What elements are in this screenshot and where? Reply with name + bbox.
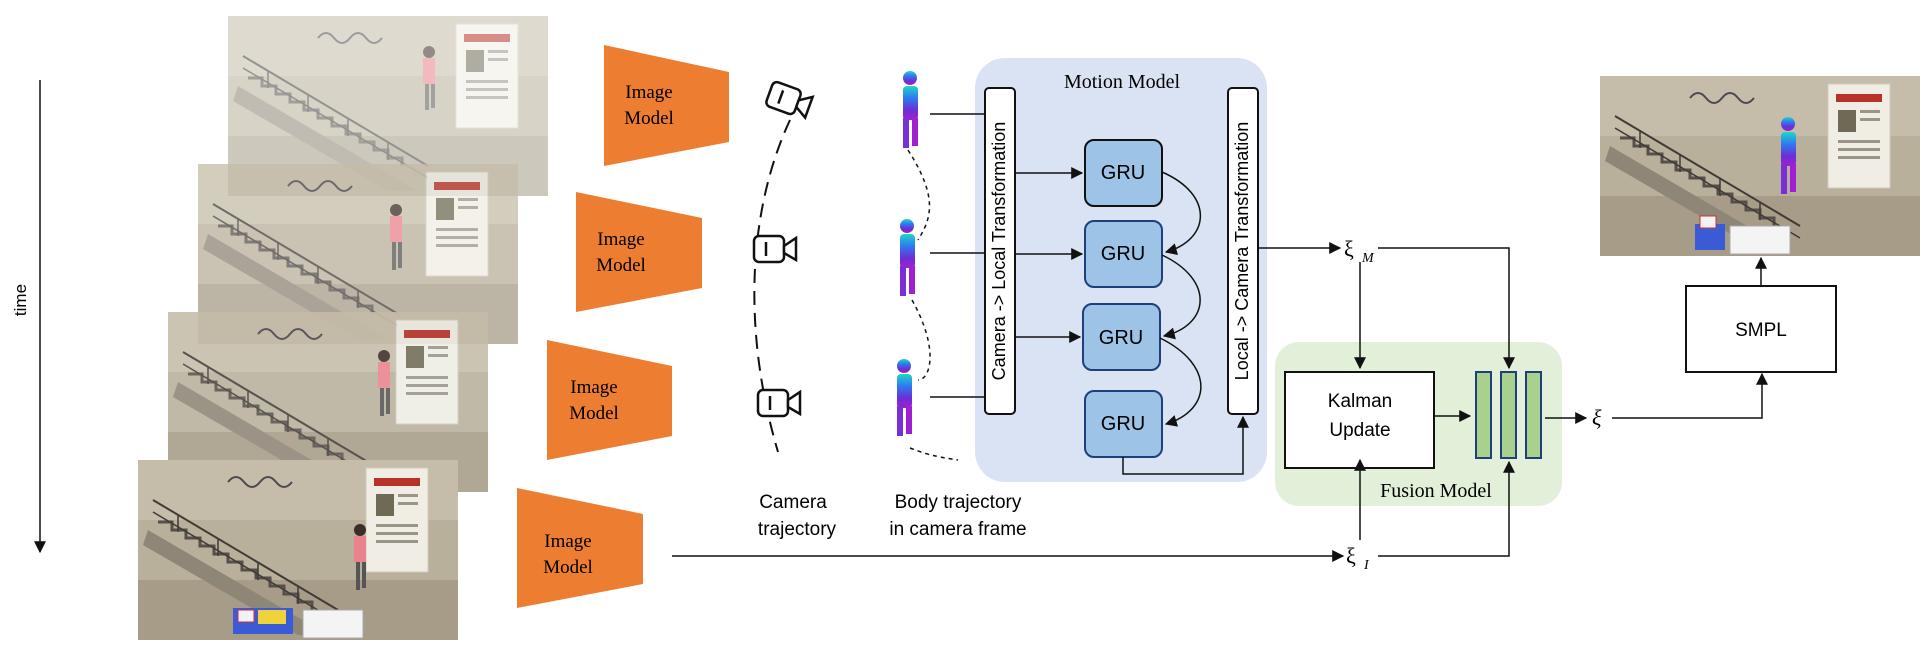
- fusion-model: Fusion Model Kalman Update: [1275, 342, 1562, 506]
- time-label: time: [11, 284, 30, 316]
- fusion-model-title: Fusion Model: [1380, 480, 1492, 502]
- body-mesh-overlay: [1781, 117, 1796, 194]
- fusion-feature-bar: [1525, 371, 1542, 459]
- image-model-2: Image Model: [576, 192, 702, 312]
- local-to-camera-transform-label: Local -> Camera Transformation: [1232, 122, 1252, 381]
- body-trajectory-label-line2: in camera frame: [889, 519, 1026, 540]
- image-model-shape: [604, 45, 729, 166]
- gru-label: GRU: [1101, 162, 1145, 184]
- gru-block-4: GRU: [1084, 390, 1163, 458]
- camera-trajectory-label-line2: trajectory: [758, 519, 837, 540]
- camera-icon: [765, 80, 815, 121]
- gru-block-1: GRU: [1084, 139, 1163, 207]
- gru-block-3: GRU: [1082, 303, 1161, 371]
- fusion-feature-bar: [1500, 371, 1517, 459]
- body-mesh-icon: [903, 71, 918, 148]
- image-model-3: Image Model: [547, 340, 672, 460]
- kalman-update-label-line2: Update: [1329, 420, 1390, 441]
- gru-output-arrow: [1122, 415, 1249, 475]
- image-model-4: Image Model: [517, 488, 643, 608]
- recurrent-arrow: [1161, 171, 1201, 255]
- xi-output-symbol: ξ: [1592, 405, 1602, 430]
- image-model-shape: [576, 192, 702, 312]
- kalman-update-box: [1284, 371, 1435, 469]
- time-axis: time: [11, 80, 46, 554]
- camera-icon: [756, 388, 802, 418]
- camera-trajectory-label-line1: Camera: [759, 492, 827, 513]
- local-to-camera-transform-box: [1227, 87, 1259, 415]
- image-model-label-line1: Image: [570, 377, 617, 398]
- gru-label: GRU: [1099, 327, 1143, 349]
- video-frames: [136, 14, 550, 642]
- image-model-label-line2: Model: [624, 108, 674, 129]
- camera-trajectory: [752, 80, 815, 453]
- xi-i-symbol: ξ: [1346, 543, 1356, 568]
- person-figure: [390, 204, 402, 270]
- video-frame-4: [136, 458, 460, 642]
- recurrent-arrow: [1161, 254, 1201, 340]
- image-model-label-line1: Image: [597, 229, 644, 250]
- gru-block-2: GRU: [1084, 220, 1163, 288]
- image-model-shape: [517, 488, 643, 608]
- image-model-label-line2: Model: [543, 557, 593, 578]
- gru-box: [1084, 139, 1163, 207]
- video-frame-3: [166, 310, 490, 494]
- smpl-box: [1685, 285, 1837, 373]
- output-frame: [1598, 74, 1922, 258]
- video-frame-1: [226, 14, 550, 198]
- gru-box: [1084, 220, 1163, 288]
- body-path: [907, 149, 959, 461]
- gru-label: GRU: [1101, 243, 1145, 265]
- video-frame-2: [196, 162, 520, 346]
- kalman-update-label-line1: Kalman: [1328, 391, 1392, 412]
- gru-box: [1082, 303, 1161, 371]
- motion-model-title: Motion Model: [1064, 71, 1181, 93]
- xi-m-subscript: M: [1361, 251, 1375, 266]
- xi-m-symbol: ξ: [1344, 236, 1354, 261]
- image-model-1: Image Model: [604, 45, 729, 166]
- fusion-feature-bar: [1475, 371, 1492, 459]
- image-model-shape: [547, 340, 672, 460]
- xi-i-subscript: I: [1363, 558, 1370, 573]
- person-figure: [423, 46, 435, 110]
- image-model-label-line1: Image: [544, 531, 591, 552]
- person-figure: [354, 524, 366, 590]
- smpl-label: SMPL: [1735, 320, 1787, 341]
- recurrent-arrow: [1159, 337, 1202, 427]
- gru-label: GRU: [1101, 413, 1145, 435]
- body-mesh-icon: [897, 359, 912, 436]
- xi-to-smpl-arrow: [1612, 372, 1768, 419]
- person-figure: [378, 350, 390, 416]
- image-model-label-line2: Model: [596, 255, 646, 276]
- camera-to-local-transform-label: Camera -> Local Transformation: [989, 122, 1009, 381]
- xi-i-to-fusion-arrow: [1378, 460, 1515, 557]
- body-trajectory: [897, 71, 959, 461]
- camera-to-local-transform-box: [984, 87, 1016, 415]
- image-model-label-line2: Model: [569, 403, 619, 424]
- motion-model: Motion Model Camera -> Local Transformat…: [975, 58, 1267, 482]
- xi-m-to-fusion-arrow: [1378, 247, 1515, 370]
- image-model-label-line1: Image: [625, 82, 672, 103]
- camera-icon: [752, 234, 798, 264]
- body-trajectory-label-line1: Body trajectory: [895, 492, 1022, 513]
- body-mesh-icon: [900, 219, 915, 296]
